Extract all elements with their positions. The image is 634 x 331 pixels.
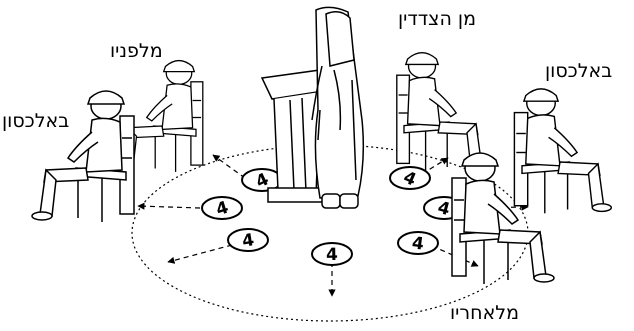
- label-diagonal-left: באלכסון: [2, 110, 70, 132]
- svg-text:4: 4: [411, 233, 425, 254]
- marker-disc-icon: 4: [311, 242, 353, 266]
- arrow-left: [137, 202, 201, 210]
- svg-text:4: 4: [214, 198, 231, 221]
- seated-men: [31, 52, 613, 284]
- label-diagonal-right: באלכסון: [545, 60, 613, 82]
- lectern-icon: [260, 69, 332, 203]
- man-diagonal-left: [31, 90, 135, 222]
- man-sides: [396, 52, 490, 171]
- arrow-back-left: [212, 154, 246, 179]
- svg-text:4: 4: [241, 230, 256, 252]
- marker-disc-icon: 4: [201, 196, 243, 221]
- label-front: מלפניו: [110, 40, 163, 62]
- svg-text:4: 4: [435, 198, 452, 220]
- arrow-front-left: [167, 244, 233, 264]
- marker-disc-icon: 4: [389, 166, 431, 191]
- label-behind: מלאחריו: [450, 302, 519, 324]
- praying-man-icon: [311, 6, 365, 209]
- marker-disc-icon: 4: [227, 228, 269, 252]
- label-sides: מן הצדדין: [398, 8, 476, 30]
- svg-text:4: 4: [326, 245, 338, 265]
- man-front: [115, 59, 204, 172]
- seated-man-icon: [460, 152, 555, 283]
- man-diagonal-right: [513, 88, 613, 214]
- seated-man-icon: [522, 88, 613, 213]
- marker-disc-icon: 4: [397, 231, 439, 255]
- seated-man-icon: [31, 90, 126, 221]
- man-behind: [451, 152, 555, 284]
